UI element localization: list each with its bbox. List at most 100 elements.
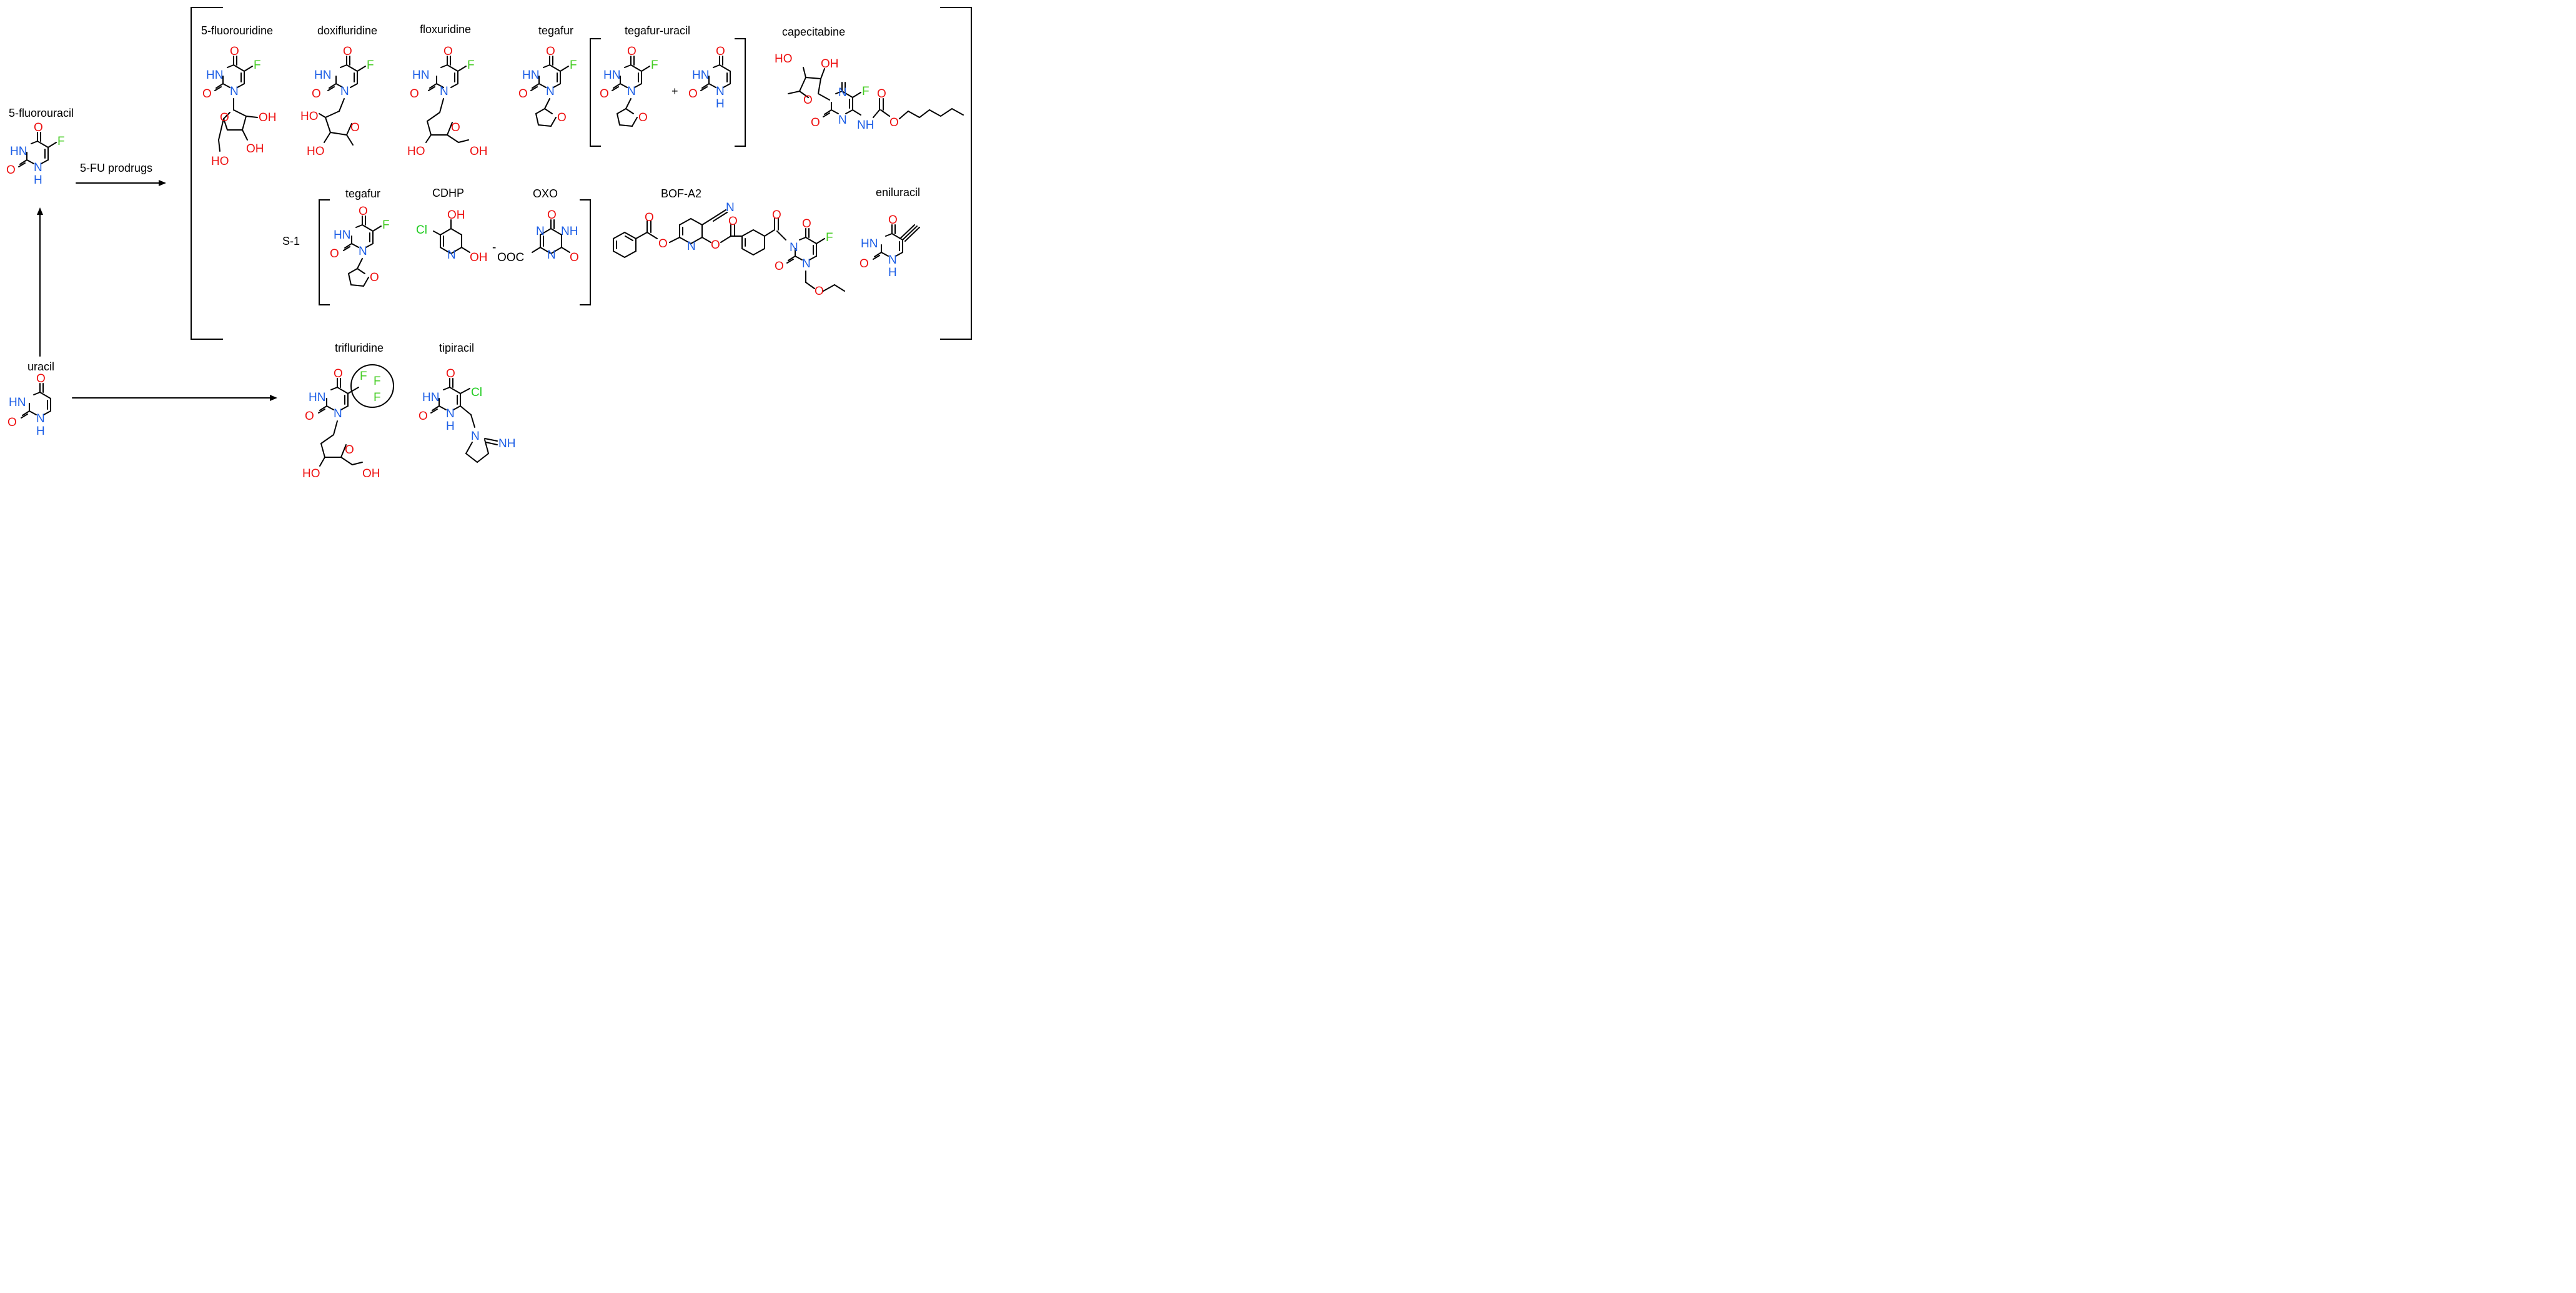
atom-f: F xyxy=(374,375,381,388)
atom-hn: HN xyxy=(314,69,331,82)
label-tegafur: tegafur xyxy=(538,24,573,37)
label-oxo: OXO xyxy=(533,187,558,200)
atom-f: F xyxy=(467,59,475,72)
atom-ho: HO xyxy=(407,145,425,158)
molecule-trifluridine: O F F F HN O N O HO OH xyxy=(302,364,394,480)
atom-f: F xyxy=(826,231,833,244)
atom-f: F xyxy=(374,391,381,404)
atom-o: O xyxy=(518,87,528,101)
atom-h: H xyxy=(888,266,897,279)
diagram-canvas: 5-fluorouracil 5-FU prodrugs uracil 5-fl… xyxy=(0,0,978,491)
atom-hn: HN xyxy=(9,396,26,409)
atom-o: O xyxy=(889,116,899,129)
atom-o: O xyxy=(688,87,698,101)
label-5-fluorouracil: 5-fluorouracil xyxy=(9,107,74,119)
molecule-cdhp: OH Cl N OH xyxy=(416,209,488,264)
atom-o: O xyxy=(350,121,360,134)
atom-hn: HN xyxy=(334,229,350,242)
plus-sign: + xyxy=(671,85,678,97)
atom-o: O xyxy=(220,111,229,124)
atom-nh: NH xyxy=(498,437,515,450)
atom-ho: HO xyxy=(775,52,793,66)
atom-n: N xyxy=(334,407,342,420)
atom-cl: Cl xyxy=(471,386,482,399)
atom-n: N xyxy=(34,161,42,174)
molecule-eniluracil: O HN O N H xyxy=(859,214,920,279)
scheme-svg: 5-fluorouracil 5-FU prodrugs uracil 5-fl… xyxy=(6,7,972,480)
molecule-oxo: O N NH N O - OOC xyxy=(492,209,579,264)
label-5-fluorouridine: 5-fluorouridine xyxy=(201,24,273,37)
atom-cl: Cl xyxy=(416,224,427,237)
atom-o: O xyxy=(658,237,668,250)
atom-o: O xyxy=(345,443,354,457)
atom-n: N xyxy=(627,85,636,98)
molecule-uracil-in-uft: O HN O N H xyxy=(688,45,731,111)
atom-o: O xyxy=(728,215,738,228)
atom-o: O xyxy=(359,205,368,218)
atom-n: N xyxy=(36,412,45,425)
molecule-doxifluridine: O F HN O N O HO HO xyxy=(300,45,374,158)
label-cdhp: CDHP xyxy=(432,187,464,199)
molecule-capecitabine: F N O N NH O O O OH HO xyxy=(775,52,964,132)
s1-bracket xyxy=(319,199,591,305)
atom-o: O xyxy=(600,87,609,101)
label-bof-a2: BOF-A2 xyxy=(661,187,701,200)
molecule-5-fluorouracil: O F HN O N H xyxy=(6,121,65,187)
atom-n: N xyxy=(230,85,239,98)
atom-ho: HO xyxy=(307,145,325,158)
atom-hn: HN xyxy=(603,69,620,82)
atom-o: O xyxy=(716,45,725,58)
atom-n: N xyxy=(547,249,556,262)
atom-oh: OH xyxy=(246,142,264,156)
atom-o: O xyxy=(36,372,46,385)
atom-o: O xyxy=(859,257,869,270)
label-tegafur-uracil: tegafur-uracil xyxy=(625,24,690,37)
atom-n: N xyxy=(440,85,448,98)
atom-o: O xyxy=(34,121,43,134)
label-s1: S-1 xyxy=(282,235,300,247)
atom-o: O xyxy=(330,247,339,260)
atom-oh: OH xyxy=(259,111,277,124)
atom-n: N xyxy=(687,240,696,253)
atom-ho: HO xyxy=(211,155,229,168)
atom-ho: HO xyxy=(300,110,319,123)
atom-nh: NH xyxy=(857,119,874,132)
label-eniluracil: eniluracil xyxy=(876,186,920,199)
atom-h: H xyxy=(716,97,725,111)
atom-o: O xyxy=(557,111,567,124)
atom-n: N xyxy=(790,241,798,254)
atom-n: N xyxy=(838,114,847,127)
label-capecitabine: capecitabine xyxy=(782,26,845,38)
atom-hn: HN xyxy=(10,145,27,158)
atom-n: N xyxy=(536,225,545,238)
atom-hn: HN xyxy=(522,69,539,82)
atom-o: O xyxy=(370,271,379,284)
atom-o: O xyxy=(419,410,428,423)
atom-h: H xyxy=(446,420,455,433)
molecule-5-fluorouridine: O F HN O N O OH OH HO xyxy=(202,45,277,168)
atom-n: N xyxy=(359,245,367,258)
atom-o: O xyxy=(451,121,460,134)
atom-nh: NH xyxy=(561,225,578,238)
cf3-highlight-circle xyxy=(350,364,394,408)
label-doxifluridine: doxifluridine xyxy=(317,24,377,37)
tegafur-uracil-bracket xyxy=(590,38,746,147)
atom-f: F xyxy=(382,219,390,232)
atom-n: N xyxy=(447,249,456,262)
atom-o: O xyxy=(547,209,557,222)
minus-charge: - xyxy=(492,241,496,254)
atom-ho: HO xyxy=(302,467,320,480)
molecule-tipiracil: O Cl HN O N H N NH xyxy=(419,367,515,463)
atom-oh: OH xyxy=(821,57,839,71)
atom-o: O xyxy=(638,111,648,124)
carboxylate-ooc: OOC xyxy=(497,251,524,264)
atom-hn: HN xyxy=(309,391,325,404)
atom-hn: HN xyxy=(412,69,429,82)
atom-o: O xyxy=(888,214,898,227)
atom-f: F xyxy=(862,85,869,98)
atom-o: O xyxy=(446,367,455,380)
atom-o: O xyxy=(772,209,781,222)
molecule-uracil: O HN O N H xyxy=(7,372,51,438)
atom-o: O xyxy=(343,45,352,58)
atom-o: O xyxy=(230,45,239,58)
